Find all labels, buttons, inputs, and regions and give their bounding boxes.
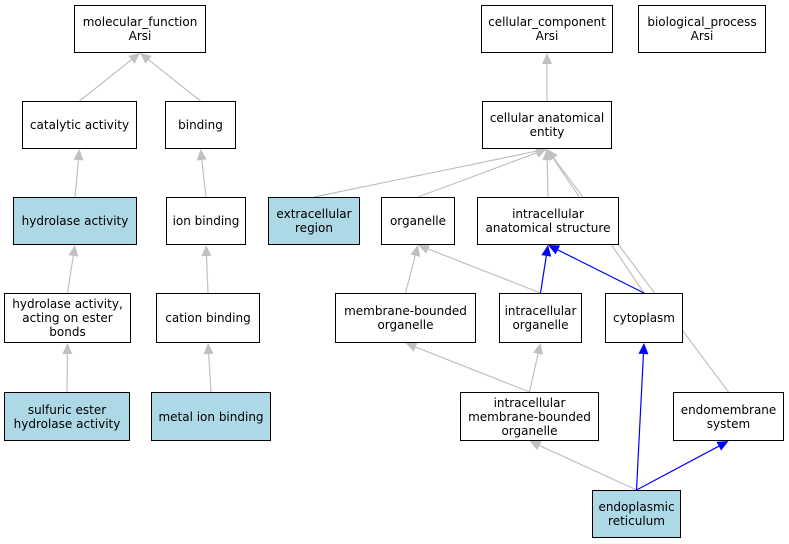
arrowhead-cytoplasm-to-intracellular_anatomical_structure [548,245,561,255]
arrowhead-hydrolase_activity-to-catalytic_activity [73,149,84,161]
node-biological-process[interactable]: biological_process Arsi [638,5,766,53]
node-membrane-bounded-organelle[interactable]: membrane-bounded organelle [335,293,476,343]
edge-hydrolase_activity_ester-to-hydrolase_activity [66,255,74,294]
arrowhead-organelle-to-cellular_anatomical_entity [534,148,547,158]
edge-endomembrane_system-to-cellular_anatomical_entity [553,157,729,393]
arrowhead-catalytic_activity-to-molecular_function [128,53,140,64]
edge-extracellular_region-to-cellular_anatomical_entity [313,150,537,198]
node-endoplasmic-reticulum[interactable]: endoplasmic reticulum [592,490,681,538]
node-extracellular-region[interactable]: extracellular region [268,197,360,245]
arrowhead-endoplasmic_reticulum-to-intracellular_membrane_bounded_organelle [529,441,542,451]
node-binding[interactable]: binding [165,101,236,149]
node-intracellular-anatomical-structure[interactable]: intracellular anatomical structure [477,197,619,245]
edge-membrane_bounded_organelle-to-organelle [404,255,416,294]
edge-intracellular_membrane_bounded_organelle-to-membrane_bounded_organelle [415,346,530,393]
node-cytoplasm[interactable]: cytoplasm [605,293,683,343]
arrowhead-endomembrane_system-to-cellular_anatomical_entity [547,149,558,161]
edge-intracellular_organelle-to-organelle [428,248,541,294]
edge-intracellular_membrane_bounded_organelle-to-intracellular_organelle [528,353,539,393]
edge-endoplasmic_reticulum-to-endomembrane_system [636,445,720,491]
node-catalytic-activity[interactable]: catalytic activity [22,101,137,149]
node-ion-binding[interactable]: ion binding [166,197,246,245]
node-cellular-anatomical-entity[interactable]: cellular anatomical entity [482,101,612,149]
arrowhead-intracellular_organelle-to-organelle [418,244,431,254]
arrowhead-intracellular_organelle-to-intracellular_anatomical_structure [541,245,552,257]
arrowhead-membrane_bounded_organelle-to-organelle [410,245,421,257]
arrowhead-intracellular_membrane_bounded_organelle-to-membrane_bounded_organelle [405,342,418,352]
edge-binding-to-molecular_function [148,59,201,102]
node-hydrolase-activity[interactable]: hydrolase activity [13,197,137,245]
arrowhead-cellular_anatomical_entity-to-cellular_component [542,53,552,64]
arrowhead-intracellular_membrane_bounded_organelle-to-intracellular_organelle [533,343,543,355]
edge-hydrolase_activity-to-catalytic_activity [74,159,80,198]
edge-ion_binding-to-binding [201,159,207,198]
node-hydrolase-activity-ester-bonds[interactable]: hydrolase activity, acting on ester bond… [4,293,131,343]
node-sulfuric-ester-hydrolase-activity[interactable]: sulfuric ester hydrolase activity [4,392,130,441]
node-endomembrane-system[interactable]: endomembrane system [673,392,784,441]
node-organelle[interactable]: organelle [381,197,455,245]
edge-metal_ion_binding-to-cation_binding [208,353,212,393]
node-molecular-function[interactable]: molecular_function Arsi [74,5,206,53]
arrowhead-endoplasmic_reticulum-to-cytoplasm [638,343,649,355]
node-intracellular-membrane-bounded-organelle[interactable]: intracellular membrane-bounded organelle [460,392,599,441]
node-cellular-component[interactable]: cellular_component Arsi [481,5,613,53]
arrowhead-cation_binding-to-ion_binding [201,245,212,257]
arrowhead-ion_binding-to-binding [196,149,207,161]
node-intracellular-organelle[interactable]: intracellular organelle [499,293,582,343]
edge-endoplasmic_reticulum-to-cytoplasm [635,353,645,491]
edge-catalytic_activity-to-molecular_function [79,59,132,102]
arrowhead-endoplasmic_reticulum-to-endomembrane_system [716,441,729,451]
node-metal-ion-binding[interactable]: metal ion binding [151,392,271,441]
arrowhead-metal_ion_binding-to-cation_binding [203,343,214,355]
node-cation-binding[interactable]: cation binding [156,293,260,343]
arrowhead-binding-to-molecular_function [140,53,152,64]
edge-cation_binding-to-ion_binding [205,255,209,294]
edge-organelle-to-cellular_anatomical_entity [417,152,537,198]
edge-intracellular_organelle-to-intracellular_anatomical_structure [539,255,547,294]
edge-cytoplasm-to-intracellular_anatomical_structure [557,249,645,294]
arrowhead-hydrolase_activity_ester-to-hydrolase_activity [68,245,79,257]
edge-endoplasmic_reticulum-to-intracellular_membrane_bounded_organelle [539,445,637,491]
edge-intracellular_anatomical_structure-to-cellular_anatomical_entity [546,159,549,198]
arrowhead-sulfuric_ester-to-hydrolase_activity_ester [62,343,73,355]
